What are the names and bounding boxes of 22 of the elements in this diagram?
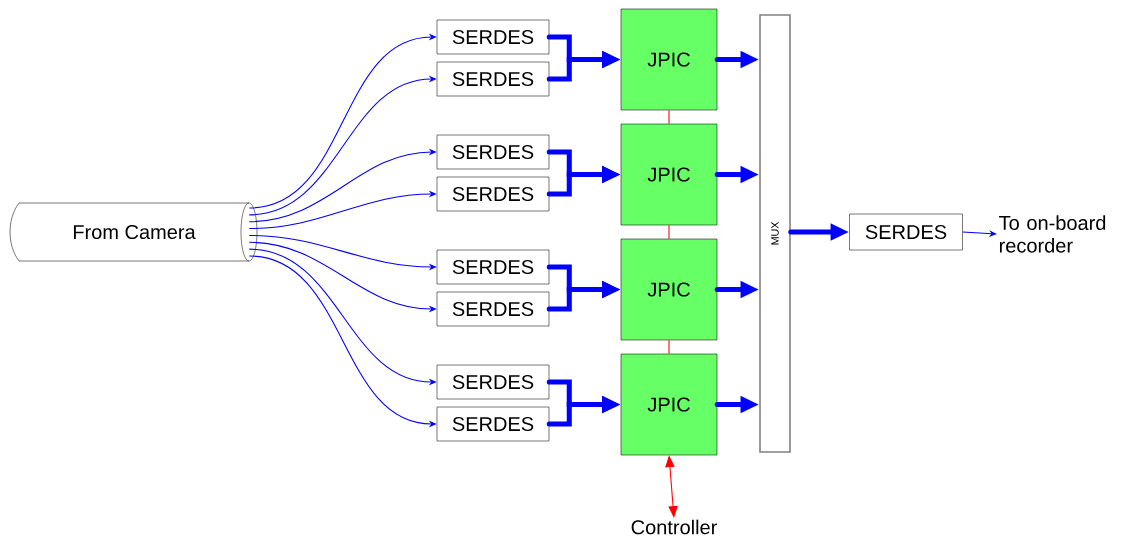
- connector-line: [668, 224, 670, 240]
- serdes-box: SERDES: [436, 134, 550, 170]
- connector-line: [668, 339, 670, 355]
- serdes-box: SERDES: [436, 176, 550, 212]
- serdes-box: SERDES: [436, 249, 550, 285]
- serdes-box: SERDES: [436, 291, 550, 327]
- jpic-box: JPIC: [620, 238, 718, 341]
- serdes-box: SERDES: [436, 406, 550, 442]
- text-label: Controller: [631, 519, 717, 535]
- jpic-box: JPIC: [620, 123, 718, 226]
- text-label: To on-board recorder: [999, 215, 1106, 253]
- arrow: [962, 230, 997, 237]
- jpic-box: JPIC: [620, 353, 718, 456]
- mux-bar: MUX: [759, 14, 791, 453]
- node-label: From Camera: [73, 224, 196, 240]
- serdes-box: SERDES: [849, 213, 963, 251]
- serdes-box: SERDES: [436, 19, 550, 55]
- serdes-box: SERDES: [436, 61, 550, 97]
- cable-bundle: From Camera: [9, 202, 258, 262]
- serdes-box: SERDES: [436, 364, 550, 400]
- connector-line: [668, 109, 670, 125]
- jpic-box: JPIC: [620, 8, 718, 111]
